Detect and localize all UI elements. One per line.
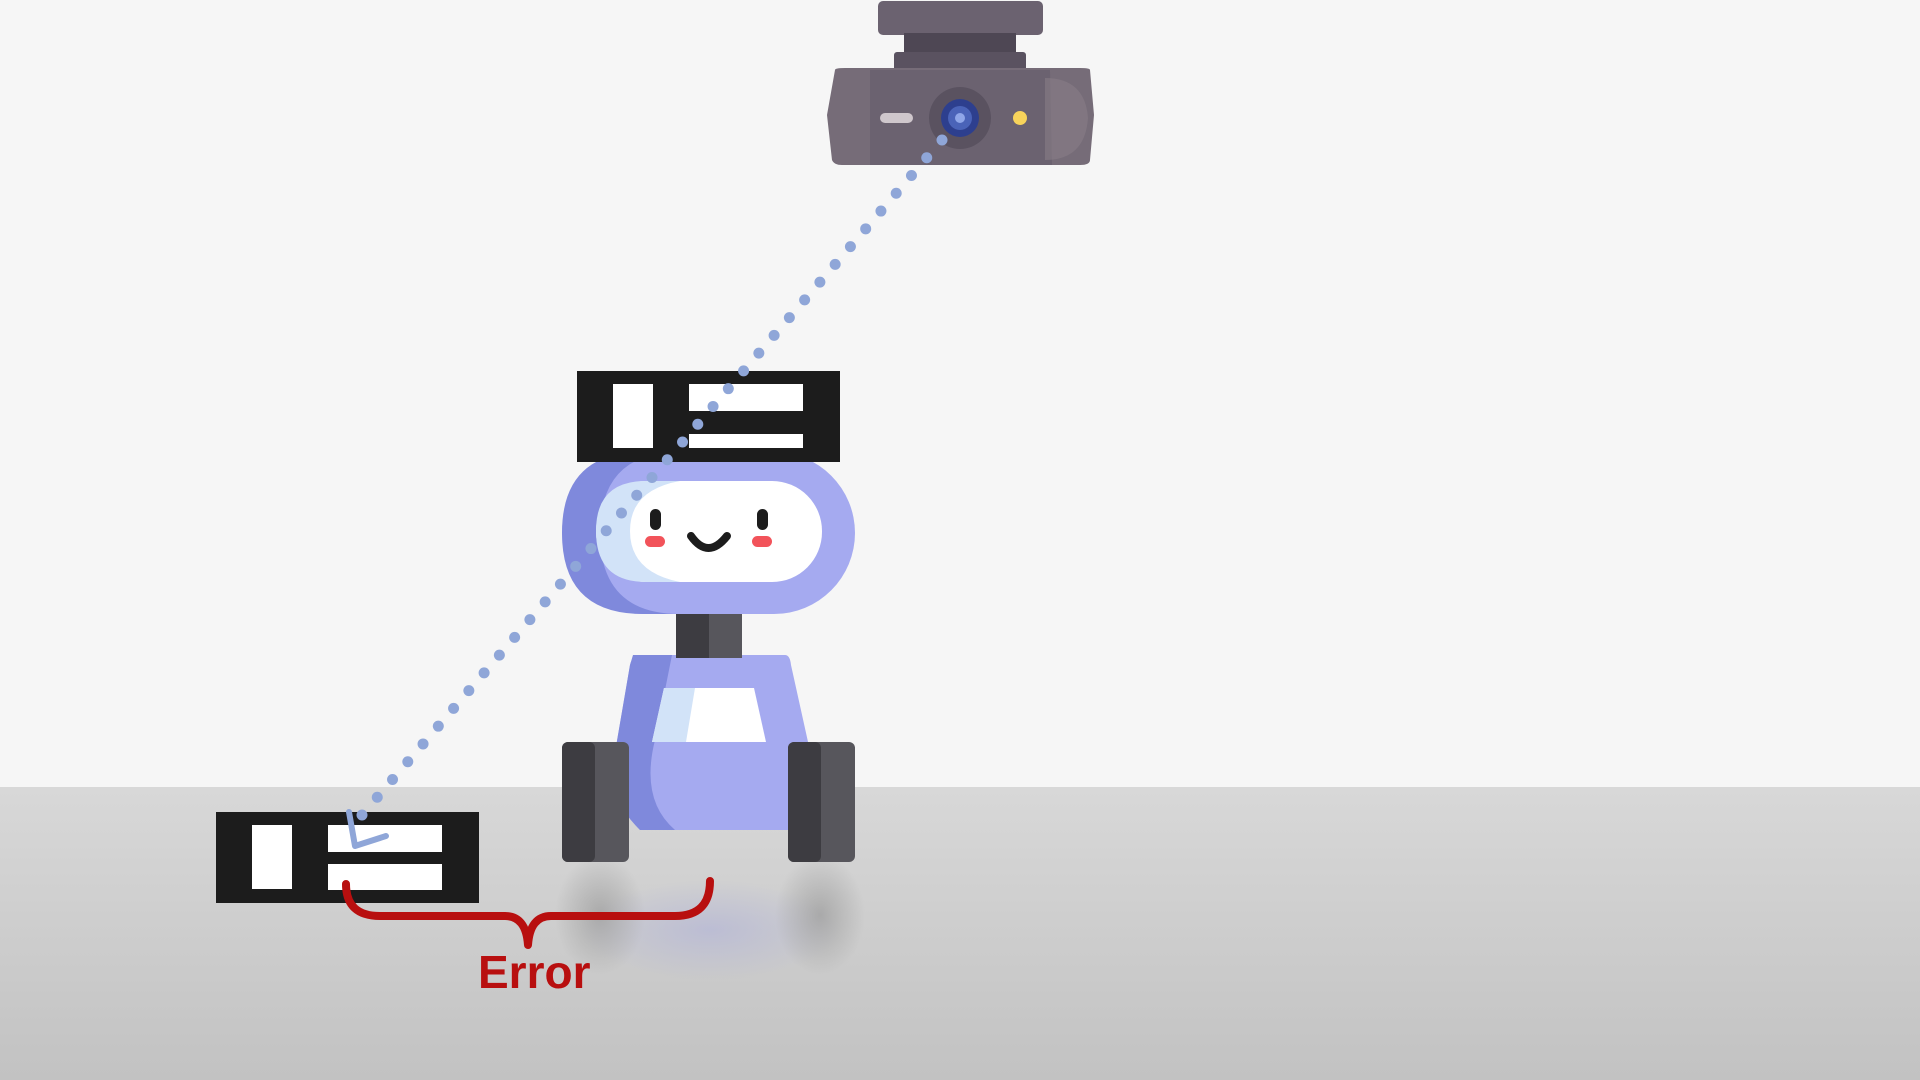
- ray-dot: [890, 187, 902, 199]
- error-brace: [342, 877, 714, 949]
- error-label: Error: [478, 946, 591, 998]
- ray-dot: [860, 223, 872, 235]
- ray-dot: [371, 791, 383, 803]
- ray-dot: [554, 578, 566, 590]
- robot-face-visor: [596, 481, 822, 582]
- fiducial-marker-icon: [577, 371, 840, 462]
- robot-smile: [687, 532, 731, 552]
- robot-right-wheel: [788, 742, 855, 862]
- ray-dot: [448, 702, 460, 714]
- ray-dot: [722, 383, 734, 395]
- ray-dot: [615, 507, 627, 519]
- ray-dot: [356, 809, 368, 821]
- ray-dot: [432, 720, 444, 732]
- robot-left-wheel: [562, 742, 629, 862]
- ray-arrowhead: [346, 809, 389, 849]
- ray-dot: [631, 489, 643, 501]
- ray-dot: [768, 329, 780, 341]
- ray-dot: [570, 560, 582, 572]
- estimated-marker-icon: [216, 812, 479, 903]
- ray-dot: [829, 258, 841, 270]
- ray-dot: [799, 294, 811, 306]
- robot-right-eye: [757, 509, 768, 530]
- ray-dot: [738, 365, 750, 377]
- ray-dot: [661, 454, 673, 466]
- ray-dot: [753, 347, 765, 359]
- robot-icon: [562, 452, 855, 862]
- ray-dot: [875, 205, 887, 217]
- ray-dot: [921, 152, 933, 164]
- ray-dot: [783, 312, 795, 324]
- robot-shadow: [555, 855, 865, 980]
- ray-dot: [417, 738, 429, 750]
- ray-dot: [585, 543, 597, 555]
- ray-dot: [509, 631, 521, 643]
- ray-dot: [936, 134, 948, 146]
- ray-dot: [524, 614, 536, 626]
- ray-dot: [493, 649, 505, 661]
- ray-dot: [387, 773, 399, 785]
- camera-ray: [356, 134, 948, 821]
- ray-dot: [600, 525, 612, 537]
- ray-dot: [539, 596, 551, 608]
- ray-dot: [707, 400, 719, 412]
- ray-dot: [692, 418, 704, 430]
- webcam-icon: [827, 1, 1094, 165]
- robot-left-eye: [650, 509, 661, 530]
- ray-dot: [814, 276, 826, 288]
- ray-dot: [646, 472, 658, 483]
- ray-dot: [402, 756, 414, 768]
- ray-dot: [478, 667, 490, 679]
- ray-dot: [463, 685, 475, 697]
- ray-dot: [677, 436, 689, 448]
- ray-dot: [905, 170, 917, 182]
- ray-dot: [844, 241, 856, 253]
